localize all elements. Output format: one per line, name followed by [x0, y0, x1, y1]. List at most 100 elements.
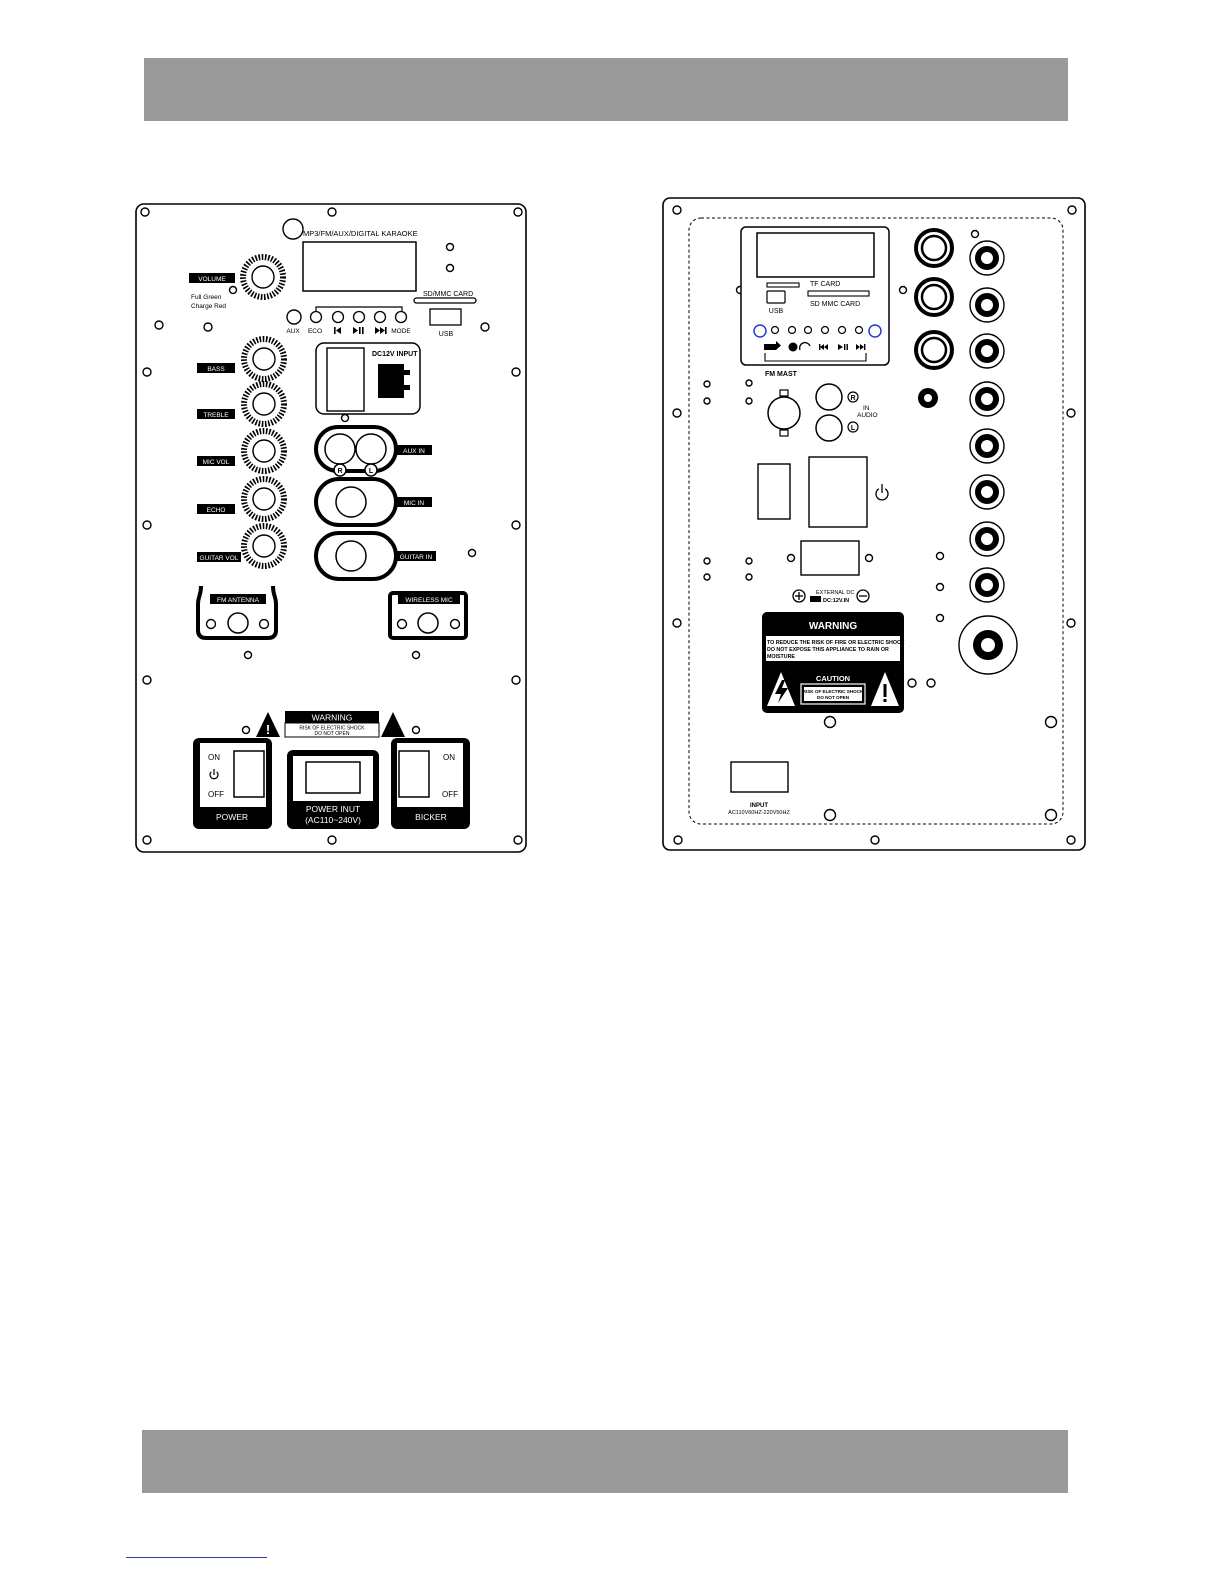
guitar-vol-label: GUITAR VOL [200, 555, 239, 562]
prev-button[interactable] [331, 310, 345, 324]
right-warning-text-2: DO NOT EXPOSE THIS APPLIANCE TO RAIN OR [767, 647, 889, 653]
ir-led-left [753, 324, 767, 338]
bicker-switch-block: ON OFF BICKER [391, 738, 470, 829]
eco-button[interactable] [309, 310, 323, 324]
play-pause-icon [353, 327, 364, 334]
aux-in-jack[interactable]: R L [314, 425, 398, 477]
fm-mast-label: FM MAST [765, 371, 798, 378]
usb-port[interactable] [429, 308, 462, 326]
power-input-socket[interactable] [305, 761, 361, 794]
record-icon [788, 342, 798, 352]
ac-input-socket[interactable] [730, 761, 789, 793]
power-input-spec: (AC110~240V) [305, 815, 361, 825]
audio-l-mark: L [851, 425, 856, 432]
repeat-icon [798, 342, 811, 351]
right-warning-text-3: MOISTURE [767, 654, 795, 660]
plus-icon [792, 589, 806, 603]
next-icon-right [856, 344, 866, 350]
sd-card-slot-right[interactable] [807, 290, 870, 297]
dc-switch [326, 347, 365, 412]
power-rocker-switch[interactable] [233, 750, 265, 798]
external-dc-socket[interactable] [800, 540, 860, 576]
wireless-mic-port: WIRELESS MIC [388, 591, 468, 640]
wireless-mic-label: WIRELESS MIC [405, 597, 453, 604]
fm-mast-socket[interactable] [767, 389, 801, 437]
player-display [302, 241, 417, 292]
audio-in-jacks[interactable]: R L IN AUDIO [815, 383, 878, 442]
next-icon [375, 327, 387, 334]
swap-mode-icon [764, 341, 781, 350]
left-mounting-holes [140, 207, 523, 845]
sd-card-label-right: SD MMC CARD [810, 301, 860, 308]
mode-button-label: MODE [391, 328, 411, 335]
main-power-switch[interactable] [808, 456, 868, 528]
guitar-in-jack[interactable] [314, 531, 398, 581]
prev-icon [334, 327, 341, 334]
sd-card-label: SD/MMC CARD [423, 291, 473, 298]
speaker-jacks-column[interactable] [914, 228, 954, 408]
rca-jacks-column[interactable] [958, 240, 1018, 675]
aux-button-label: AUX [286, 328, 300, 335]
charge-red-label: Charge Red [191, 303, 226, 310]
dc-input-label: DC12V INPUT [372, 351, 418, 358]
next-button[interactable] [373, 310, 387, 324]
treble-label: TREBLE [203, 412, 229, 419]
left-warning-line1: RISK OF ELECTRIC SHOCK [299, 726, 365, 732]
small-switch[interactable] [757, 463, 791, 520]
right-warning-label: WARNING TO REDUCE THE RISK OF FIRE OR EL… [762, 612, 905, 713]
aux-button[interactable] [286, 309, 302, 325]
external-dc-label: EXTERNAL DC [816, 590, 854, 596]
power-symbol-icon [209, 769, 219, 780]
ac-input-spec: AC110V60HZ-220V50HZ [728, 810, 790, 816]
jack-r-label: R [337, 468, 342, 475]
bicker-rocker-switch[interactable] [398, 750, 430, 798]
mode-button[interactable] [394, 310, 408, 324]
right-amplifier-panel: TF CARD USB SD MMC CARD FM MAST [662, 197, 1086, 851]
echo-label: ECHO [207, 507, 226, 514]
audio-in-label-1: IN [863, 405, 870, 412]
warning-triangle-icon-2 [381, 712, 405, 737]
tf-card-slot[interactable] [766, 282, 800, 288]
mic-vol-label: MIC VOL [203, 459, 230, 466]
ac-input-label: INPUT [750, 803, 768, 809]
jack-l-label: L [369, 468, 374, 475]
audio-r-mark: R [850, 395, 855, 402]
dc-plug-icon [810, 596, 821, 602]
fm-antenna-port: FM ANTENNA [196, 585, 278, 640]
right-warning-title: WARNING [809, 621, 858, 632]
warning-triangle-icon [256, 712, 280, 737]
right-mounting-holes [672, 205, 1077, 845]
caution-title: CAUTION [816, 674, 850, 683]
mp3-display [756, 232, 875, 278]
left-warning-title: WARNING [312, 713, 353, 723]
bicker-off-label: OFF [442, 790, 458, 799]
left-warning-area: ! WARNING RISK OF ELECTRIC SHOCK DO NOT … [256, 711, 405, 738]
power-on-label: ON [208, 753, 220, 762]
play-pause-icon-right [838, 344, 848, 350]
caution-line1: RISK OF ELECTRIC SHOCK [803, 689, 864, 694]
play-pause-button[interactable] [352, 310, 366, 324]
audio-in-label-2: AUDIO [857, 412, 878, 419]
ir-led-right [868, 324, 882, 338]
right-inner-dashed-border [688, 217, 1064, 825]
sd-card-slot[interactable] [413, 297, 477, 304]
right-warning-text-1: TO REDUCE THE RISK OF FIRE OR ELECTRIC S… [767, 640, 905, 646]
bass-label: BASS [207, 366, 225, 373]
prev-icon-right [819, 344, 828, 350]
power-off-label: OFF [208, 790, 224, 799]
power-switch-block: ON OFF POWER [193, 738, 272, 829]
guitar-in-label: GUITAR IN [400, 554, 433, 561]
aux-in-label: AUX IN [403, 448, 425, 455]
usb-label: USB [439, 331, 454, 338]
mic-in-jack[interactable] [314, 477, 398, 527]
bicker-label: BICKER [415, 812, 447, 822]
mic-in-label: MIC IN [404, 500, 425, 507]
usb-port-right[interactable] [766, 290, 786, 304]
caution-line2: DO NOT OPEN [817, 695, 850, 700]
bicker-on-label: ON [443, 753, 455, 762]
volume-label: VOLUME [198, 276, 226, 283]
power-input-label: POWER INUT [306, 804, 360, 814]
volume-tag [189, 273, 235, 283]
svg-text:!: ! [266, 722, 270, 737]
